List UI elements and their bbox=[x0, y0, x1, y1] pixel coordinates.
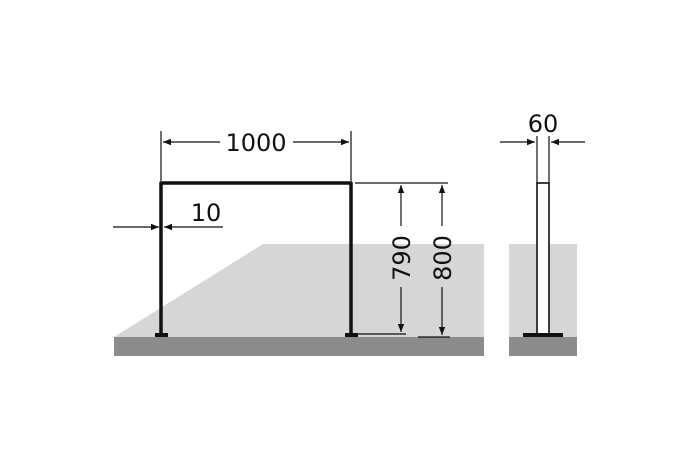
foot-plate-left bbox=[155, 333, 168, 337]
total-height-label: 800 bbox=[429, 235, 457, 281]
barrier-frame-front bbox=[159, 181, 353, 335]
inner-height-label: 790 bbox=[388, 235, 416, 281]
width-dimension-label: 1000 bbox=[225, 129, 286, 157]
side-width-label: 60 bbox=[528, 110, 559, 138]
barrier-post-side bbox=[536, 182, 550, 335]
surface-area-front bbox=[114, 244, 484, 337]
thickness-dimension-label: 10 bbox=[191, 199, 222, 227]
floor-side bbox=[509, 337, 577, 356]
foot-plate-right bbox=[345, 333, 358, 337]
foot-plate-side bbox=[523, 333, 563, 337]
floor-front bbox=[114, 337, 484, 356]
